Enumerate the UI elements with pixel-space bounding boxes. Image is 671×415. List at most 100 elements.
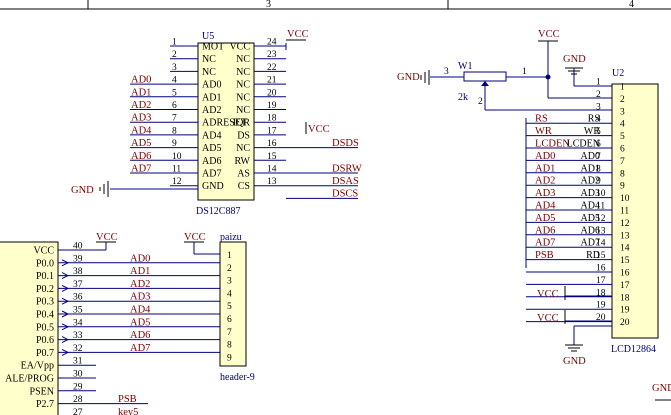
header-pin-number: 6 bbox=[227, 315, 232, 325]
lcd-inner-pin-number: 12 bbox=[620, 219, 630, 229]
mcu-net-label: AD6 bbox=[130, 330, 150, 341]
mcu-pin-name: P0.3 bbox=[36, 297, 54, 308]
lcd-vcc-junction bbox=[545, 74, 551, 80]
lcd-inner-pin-number: 1 bbox=[620, 83, 625, 93]
lcd-pin-name: RS bbox=[588, 114, 600, 125]
lcd-net-label: AD7 bbox=[535, 238, 555, 249]
mcu-pullup-arrow bbox=[61, 297, 70, 305]
mcu-pullup-arrow bbox=[61, 323, 70, 331]
mcu-pin-number: 29 bbox=[73, 382, 83, 392]
ds12c887-pin-number: 14 bbox=[267, 165, 277, 175]
mcu-pin-number: 40 bbox=[73, 242, 83, 252]
lcd-outer-pin-number: 1 bbox=[596, 78, 601, 88]
mcu-pullup-arrow bbox=[61, 336, 70, 344]
ds12c887-pin-name: AS bbox=[237, 169, 250, 180]
ds12c887-pin-name: AD5 bbox=[202, 143, 221, 154]
ds12c887-pin-number: 19 bbox=[267, 101, 277, 111]
mcu-pin-name: P0.4 bbox=[36, 310, 54, 321]
header-vcc-label: VCC bbox=[184, 232, 206, 243]
mcu-pin-number: 39 bbox=[73, 254, 83, 264]
mcu-net-label: AD1 bbox=[130, 266, 150, 277]
lcd-outer-pin-number: 8 bbox=[596, 164, 601, 174]
ds12c887-net-label: AD6 bbox=[131, 151, 151, 162]
lcd-inner-pin-number: 4 bbox=[620, 120, 625, 130]
ds12c887-pin-name: NC bbox=[236, 143, 250, 154]
lcd-outer-pin-number: 16 bbox=[596, 264, 606, 274]
ds12c887-pin-name: AD6 bbox=[202, 156, 221, 167]
ds12c887-pin-number: 22 bbox=[267, 63, 277, 73]
ds12c887-net-label: AD1 bbox=[131, 87, 151, 98]
lcd-outer-pin-number: 6 bbox=[596, 140, 601, 150]
ds12c887-pin-name: NC bbox=[236, 92, 250, 103]
lcd-net-label: LCDEN bbox=[535, 139, 570, 150]
lcd-inner-pin-number: 11 bbox=[620, 207, 629, 217]
lcd-outer-pin-number: 4 bbox=[596, 115, 601, 125]
ds12c887-net-label: AD0 bbox=[131, 75, 151, 86]
lcd-inner-pin-number: 7 bbox=[620, 157, 625, 167]
ds12c887-net-label: DSAS bbox=[332, 176, 359, 187]
mcu-net-label: AD5 bbox=[130, 317, 150, 328]
header-pin-number: 9 bbox=[227, 353, 232, 363]
lcd-outer-pin-number: 19 bbox=[596, 301, 606, 311]
lcd-net-label: AD3 bbox=[535, 188, 555, 199]
mcu-net-label: AD2 bbox=[130, 279, 150, 290]
pot-gnd-label: GND bbox=[397, 72, 420, 83]
mcu-pin-name: EA/Vpp bbox=[21, 361, 54, 372]
lcd-inner-pin-number: 9 bbox=[620, 182, 625, 192]
mcu-vcc-label: VCC bbox=[96, 232, 118, 243]
pot-pin1: 1 bbox=[522, 67, 527, 77]
ds12c887-vcc-label: VCC bbox=[287, 29, 309, 40]
lcd-inner-pin-number: 10 bbox=[620, 194, 630, 204]
lcd-pin-name: AD3 bbox=[581, 188, 600, 199]
header-value: header-9 bbox=[220, 372, 255, 383]
ds12c887-pin-number: 1 bbox=[172, 38, 177, 48]
header-pin-number: 1 bbox=[227, 251, 232, 261]
ds12c887-pin18-vcc: VCC bbox=[308, 124, 330, 135]
mcu-pin-name: P2.7 bbox=[36, 399, 54, 410]
lcd-outer-pin-number: 7 bbox=[596, 152, 601, 162]
lcd-pin-name: AD2 bbox=[581, 176, 600, 187]
lcd-outer-pin-number: 10 bbox=[596, 189, 606, 199]
mcu-pin-number: 28 bbox=[73, 395, 83, 405]
lcd-outer-pin-number: 17 bbox=[596, 276, 606, 286]
pot-gnd-symbol bbox=[420, 70, 430, 85]
header-pin-number: 3 bbox=[227, 277, 232, 287]
lcd-outer-pin-number: 15 bbox=[596, 251, 606, 261]
lcd-net-label: AD2 bbox=[535, 176, 555, 187]
ds12c887-pin-name: NC bbox=[236, 80, 250, 91]
header-body bbox=[219, 241, 247, 367]
mcu-pin-number: 36 bbox=[73, 293, 83, 303]
ds12c887-pin-number: 18 bbox=[267, 114, 277, 124]
mcu-net-label: AD0 bbox=[130, 253, 150, 264]
mcu-pin-name: P0.7 bbox=[36, 348, 54, 359]
ds12c887-net-label: DSDS bbox=[332, 138, 359, 149]
ds12c887-pin-number: 5 bbox=[172, 88, 177, 98]
ds12c887-pin-name: DS bbox=[237, 130, 250, 141]
ds12c887-body bbox=[197, 42, 255, 201]
ds12c887-pin-name: GND bbox=[202, 181, 224, 192]
lcd-outer-pin-number: 5 bbox=[596, 127, 601, 137]
lcd-net-label: WR bbox=[535, 126, 552, 137]
lcd12864-value: LCD12864 bbox=[611, 344, 656, 355]
mcu-pin-name: PSEN bbox=[30, 386, 54, 397]
lcd-inner-pin-number: 14 bbox=[620, 244, 630, 254]
frame-zone-3: 3 bbox=[266, 0, 271, 10]
drawing-frame: 3 4 bbox=[0, 0, 671, 10]
mcu-pullup-arrow bbox=[61, 272, 70, 280]
ds12c887-pin-number: 12 bbox=[172, 177, 182, 187]
mcu-pin-name: ALE/PROG bbox=[5, 374, 54, 385]
lcd-pin-name: AD1 bbox=[581, 163, 600, 174]
mcu-pin-number: 31 bbox=[73, 357, 83, 367]
lcd-outer-pin-number: 2 bbox=[596, 90, 601, 100]
lcd12864-body bbox=[611, 83, 659, 339]
edge-gnd: GND bbox=[652, 383, 671, 401]
ds12c887-pin-number: 20 bbox=[267, 88, 277, 98]
ds12c887-net-label: AD4 bbox=[131, 125, 152, 136]
lcd-inner-pin-number: 3 bbox=[620, 107, 625, 117]
ds12c887-pin-number: 9 bbox=[172, 139, 177, 149]
header-pin-number: 4 bbox=[227, 289, 232, 299]
ds12c887-pin-name: AD1 bbox=[202, 92, 221, 103]
lcd12864-ref: U2 bbox=[612, 68, 624, 79]
ds12c887-net-label: AD7 bbox=[131, 164, 151, 175]
